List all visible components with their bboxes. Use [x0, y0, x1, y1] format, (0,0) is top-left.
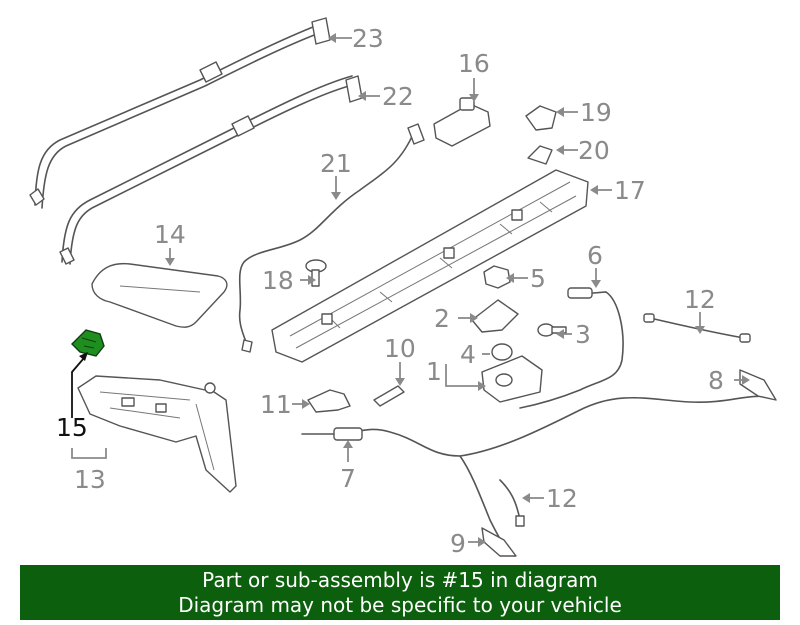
- callout-18: 18: [262, 266, 294, 295]
- callout-3: 3: [575, 320, 591, 349]
- callout-9: 9: [450, 529, 466, 558]
- part-10-pin: [373, 385, 405, 407]
- callout-2: 2: [434, 304, 450, 333]
- part-12-cable-upper: [643, 313, 751, 343]
- callout-15-highlighted: 15: [56, 413, 88, 442]
- leader-lines: [71, 33, 750, 547]
- callout-10: 10: [384, 334, 416, 363]
- part-8-bracket: [739, 369, 777, 401]
- part-7-hose: [301, 395, 773, 557]
- part-9-bracket: [481, 527, 517, 557]
- part-20-grommet: [527, 145, 553, 165]
- callout-12-lower: 12: [546, 484, 578, 513]
- callout-11: 11: [260, 390, 292, 419]
- callout-23: 23: [352, 24, 384, 53]
- callout-1: 1: [426, 357, 442, 386]
- part-16-actuator: [433, 97, 491, 147]
- callout-19: 19: [580, 98, 612, 127]
- part-2-bracket: [471, 299, 519, 333]
- callout-14: 14: [154, 220, 186, 249]
- part-5-nut: [483, 265, 511, 289]
- part-21-harness: [238, 123, 425, 353]
- part-4-cap: [491, 343, 513, 361]
- callouts: 23 22 16 19 20 17 21 14 18 5 6 2 3 12 4 …: [56, 24, 724, 558]
- callout-7: 7: [340, 464, 356, 493]
- callout-17: 17: [614, 176, 646, 205]
- part-23-rail: [29, 17, 331, 209]
- info-banner: Part or sub-assembly is #15 in diagram D…: [20, 565, 780, 620]
- callout-4: 4: [460, 340, 476, 369]
- part-6-hose: [519, 287, 624, 409]
- part-12-cable-lower: [499, 479, 525, 527]
- callout-20: 20: [578, 136, 610, 165]
- callout-22: 22: [382, 82, 414, 111]
- callout-8: 8: [708, 366, 724, 395]
- callout-6: 6: [587, 241, 603, 270]
- callout-21: 21: [320, 149, 352, 178]
- part-22-rail: [59, 75, 363, 265]
- banner-line-part-info: Part or sub-assembly is #15 in diagram: [202, 568, 598, 592]
- part-15-highlighted: [71, 329, 105, 357]
- part-19-clip: [525, 105, 557, 131]
- part-14-panel: [91, 262, 228, 328]
- banner-line-disclaimer: Diagram may not be specific to your vehi…: [178, 593, 622, 617]
- part-11-connector: [307, 389, 351, 413]
- callout-13: 13: [74, 465, 106, 494]
- part-18-bolt: [305, 259, 327, 287]
- part-17-frame: [271, 169, 589, 363]
- callout-12-upper: 12: [684, 285, 716, 314]
- part-13-bracket: [77, 375, 237, 493]
- callout-16: 16: [458, 49, 490, 78]
- part-1-valve: [481, 355, 543, 403]
- callout-5: 5: [530, 264, 546, 293]
